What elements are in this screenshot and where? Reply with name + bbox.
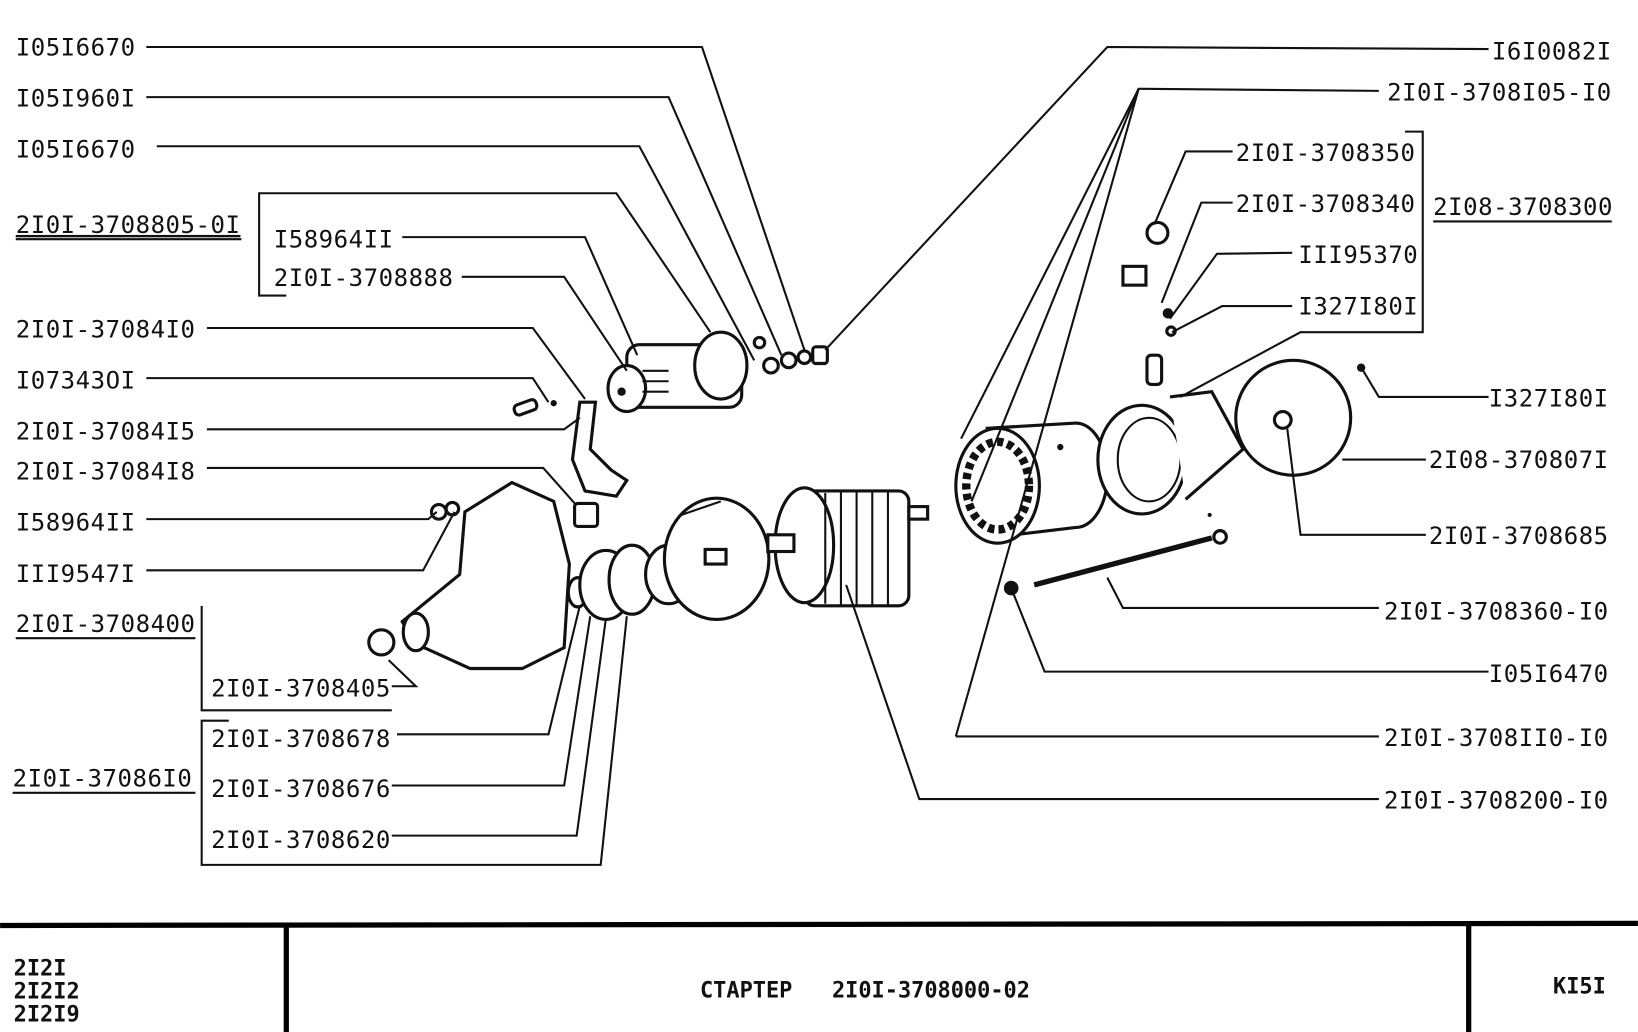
part-label: 2I0I-3708405 (211, 675, 391, 703)
part-label: 2I0I-37084I8 (16, 457, 196, 485)
part-label: I05I960I (16, 85, 136, 113)
sheet-number: KI5I (1553, 974, 1606, 999)
part-label: 2I0I-3708360-I0 (1384, 597, 1609, 625)
part-label: 2I0I-3708620 (211, 826, 391, 854)
brush-holder-part (1096, 220, 1246, 516)
assembly-label-drive: 2I0I-37086I0 (13, 765, 193, 793)
model-code: 2I2I2 (14, 980, 80, 1005)
part-label: 2I0I-37084I0 (16, 315, 196, 343)
part-label: 2I0I-37084I5 (16, 418, 196, 446)
drive-cover-part (367, 480, 571, 671)
part-label: 2I0I-3708888 (274, 264, 454, 292)
part-label: III9547I (16, 560, 136, 588)
part-label: I05I6670 (16, 33, 136, 61)
part-label: 2I0I-3708350 (1236, 139, 1416, 167)
stator-part (954, 421, 1109, 545)
solenoid-part (606, 330, 829, 414)
part-label: III95370 (1298, 241, 1418, 269)
assembly-label-solenoid: 2I0I-3708805-0I (16, 211, 241, 239)
part-label: 2I0I-3708200-I0 (1384, 786, 1609, 814)
lever-part (512, 398, 629, 529)
part-label: I05I6670 (16, 136, 136, 164)
part-label: 2I0I-3708685 (1429, 522, 1609, 550)
part-label: 2I0I-3708II0-I0 (1384, 724, 1609, 752)
part-label: I58964II (274, 226, 394, 254)
part-label: I05I6470 (1489, 660, 1609, 688)
part-label: I07343OI (16, 367, 136, 395)
part-label: I327I80I (1298, 292, 1418, 320)
part-label: 2I0I-3708678 (211, 725, 391, 753)
part-label: 2I0I-3708I05-I0 (1387, 78, 1612, 106)
assembly-label-drive-cover: 2I0I-3708400 (16, 610, 196, 638)
armature-part (766, 486, 930, 608)
assembly-label-brush-holder: 2I08-3708300 (1433, 193, 1613, 221)
part-label: 2I08-370807I (1429, 446, 1609, 474)
part-label: I58964II (16, 509, 136, 537)
leader-lines (146, 45, 1489, 866)
part-label: 2I0I-3708340 (1236, 190, 1416, 218)
drive-housing-part (662, 496, 771, 621)
part-label: 2I0I-3708676 (211, 775, 391, 803)
part-label: I327I80I (1489, 384, 1609, 412)
drawing-title: СТАРТЕР 2I0I-3708000-02 (700, 979, 1030, 1004)
model-code: 2I2I9 (14, 1003, 80, 1028)
title-block: 2I2I 2I2I2 2I2I9 СТАРТЕР 2I0I-3708000-02… (0, 920, 1638, 1032)
part-label: I6I0082I (1492, 38, 1612, 66)
end-cap-part (1234, 358, 1366, 477)
through-bolt-part (1003, 512, 1228, 596)
model-code: 2I2I (14, 957, 67, 982)
